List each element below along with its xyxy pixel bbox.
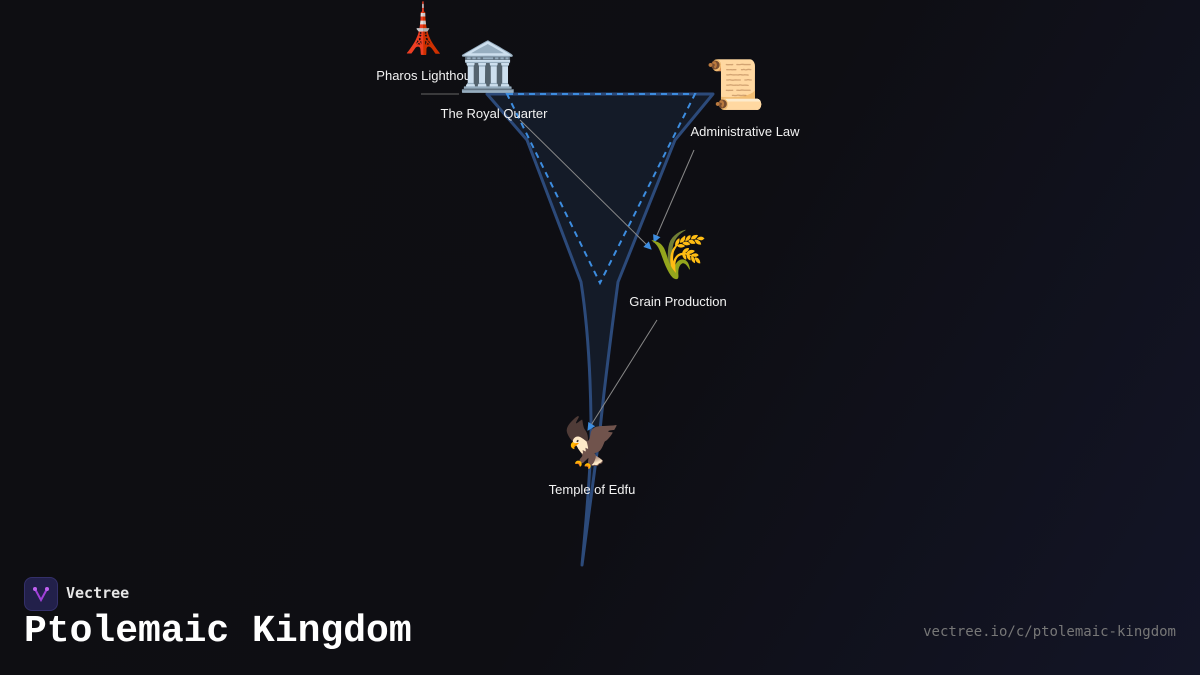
node-label: Administrative Law (690, 124, 800, 139)
tower-icon: 🗼 (393, 3, 453, 56)
scroll-icon: 📜 (705, 59, 765, 112)
wheat-icon: 🌾 (648, 229, 708, 282)
classical-building-icon: 🏛️ (458, 41, 518, 94)
page-title: Ptolemaic Kingdom (24, 610, 412, 653)
node-pharos-lighthouse[interactable]: 🗼 Pharos Lighthouse (361, 3, 485, 84)
node-royal-quarter[interactable]: 🏛️ The Royal Quarter (429, 41, 548, 122)
node-administrative-law[interactable]: 📜 Administrative Law (670, 59, 800, 140)
node-label: Grain Production (629, 294, 727, 309)
edge-grain-edfu (587, 319, 658, 431)
edge-admin-grain (653, 149, 695, 243)
edge-royal-grain (519, 119, 652, 250)
brand-name: Vectree (66, 584, 130, 602)
page-url[interactable]: vectree.io/c/ptolemaic-kingdom (923, 624, 1176, 640)
node-label: Temple of Edfu (548, 482, 636, 497)
vectree-logo (24, 577, 58, 611)
funnel-shape (485, 92, 715, 567)
node-grain-production[interactable]: 🌾 Grain Production (629, 229, 727, 310)
vectree-logo-icon (33, 587, 49, 603)
node-label: Pharos Lighthouse (376, 68, 485, 83)
node-temple-of-edfu[interactable]: 🦅 Temple of Edfu (548, 417, 636, 498)
node-label: The Royal Quarter (440, 106, 548, 121)
dashed-triangle (505, 93, 697, 286)
eagle-icon: 🦅 (562, 417, 622, 470)
